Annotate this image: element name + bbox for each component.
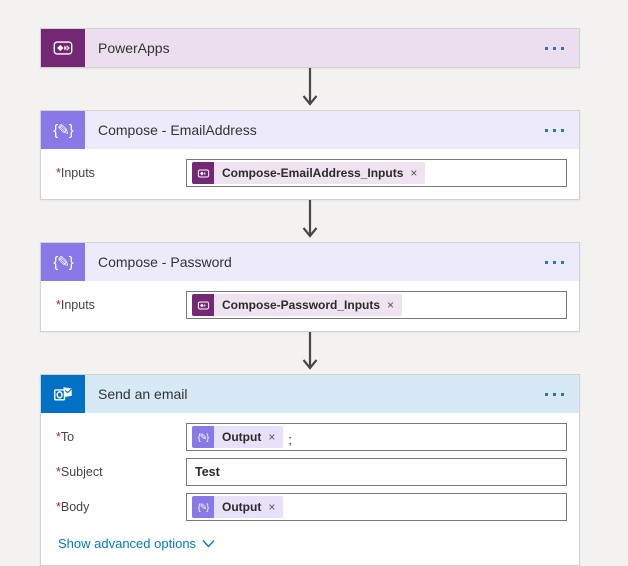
token-compose-emailaddress-inputs[interactable]: Compose-EmailAddress_Inputs × [192,162,426,184]
inputs-field-input[interactable]: Compose-EmailAddress_Inputs × [186,159,567,187]
subject-value: Test [195,465,220,479]
compose-password-card-header[interactable]: {✎} Compose - Password [41,243,579,281]
remove-token-icon[interactable]: × [387,298,395,312]
subject-field-row: *Subject Test [56,458,567,486]
compose-icon: {✎} [41,243,85,281]
to-field-input[interactable]: {✎} Output × ; [186,423,567,451]
card-title: PowerApps [98,40,170,56]
required-mark: * [56,166,61,180]
required-mark: * [56,430,61,444]
token-output[interactable]: {✎} Output × [192,426,284,448]
card-send-an-email[interactable]: Send an email *To {✎} Output × ; [40,374,580,566]
to-field-row: *To {✎} Output × ; [56,423,567,451]
chevron-down-icon [202,536,215,551]
inputs-field-label: *Inputs [56,166,95,180]
connector-arrow [40,68,580,110]
body-field-label: *Body [56,500,90,514]
to-field-label: *To [56,430,75,444]
inputs-field-input[interactable]: Compose-Password_Inputs × [186,291,567,319]
show-advanced-options-label: Show advanced options [58,536,197,551]
powerapps-icon [192,162,214,184]
compose-password-card-body: *Inputs Compose-Password_Inputs [41,281,579,331]
card-compose-password[interactable]: {✎} Compose - Password *Inputs [40,242,580,332]
token-compose-password-inputs[interactable]: Compose-Password_Inputs × [192,294,403,316]
compose-icon: {✎} [192,496,214,518]
compose-email-card-header[interactable]: {✎} Compose - EmailAddress [41,111,579,149]
subject-field-input[interactable]: Test [186,458,567,486]
compose-icon: {✎} [41,111,85,149]
more-options-menu-icon[interactable] [545,128,579,132]
more-options-menu-icon[interactable] [545,46,579,50]
compose-email-card-body: *Inputs Compose-EmailAddress_Inputs [41,149,579,199]
required-mark: * [56,500,61,514]
powerapps-icon [41,29,85,67]
to-suffix-text: ; [288,431,292,447]
send-email-card-header[interactable]: Send an email [41,375,579,413]
card-title: Compose - Password [98,254,232,270]
remove-token-icon[interactable]: × [268,430,276,444]
token-label: Compose-EmailAddress_Inputs [222,166,404,180]
powerapps-icon [192,294,214,316]
inputs-field-label: *Inputs [56,298,95,312]
subject-field-label: *Subject [56,465,103,479]
remove-token-icon[interactable]: × [410,166,418,180]
required-mark: * [56,465,61,479]
outlook-icon [41,375,85,413]
inputs-field-row: *Inputs Compose-Password_Inputs [56,291,567,319]
required-mark: * [56,298,61,312]
compose-icon: {✎} [192,426,214,448]
token-label: Output [222,500,262,514]
connector-arrow [40,332,580,374]
connector-arrow [40,200,580,242]
token-label: Compose-Password_Inputs [222,298,381,312]
more-options-menu-icon[interactable] [545,392,579,396]
card-compose-emailaddress[interactable]: {✎} Compose - EmailAddress *Inputs [40,110,580,200]
token-output[interactable]: {✎} Output × [192,496,284,518]
powerapps-card-header[interactable]: PowerApps [41,29,579,67]
card-title: Send an email [98,386,188,402]
token-label: Output [222,430,262,444]
body-field-row: *Body {✎} Output × [56,493,567,521]
more-options-menu-icon[interactable] [545,260,579,264]
show-advanced-options-link[interactable]: Show advanced options [56,528,215,551]
body-field-input[interactable]: {✎} Output × [186,493,567,521]
send-email-card-body: *To {✎} Output × ; *Subject Test [41,413,579,565]
remove-token-icon[interactable]: × [268,500,276,514]
inputs-field-row: *Inputs Compose-EmailAddress_Inputs [56,159,567,187]
card-title: Compose - EmailAddress [98,122,257,138]
card-powerapps-trigger[interactable]: PowerApps [40,28,580,68]
